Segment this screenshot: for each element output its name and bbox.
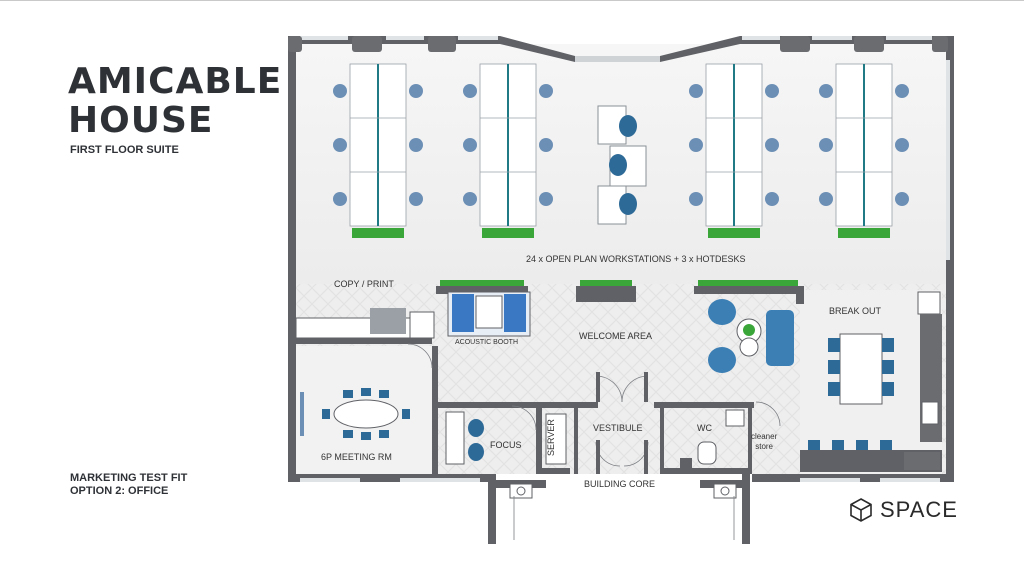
welcome-seating	[708, 299, 794, 373]
break-out-label: BREAK OUT	[829, 306, 882, 316]
page-subtitle: FIRST FLOOR SUITE	[70, 144, 179, 156]
copy-print-label: COPY / PRINT	[334, 279, 394, 289]
workstation-cluster-4	[819, 63, 909, 238]
wc-label: WC	[697, 423, 712, 433]
vestibule-label: VESTIBULE	[593, 423, 643, 433]
option-line-1: MARKETING TEST FIT	[70, 472, 188, 484]
cleaner-line-1: cleaner	[751, 432, 778, 441]
planters	[436, 280, 804, 304]
windows	[300, 36, 950, 482]
meeting-room	[300, 346, 438, 474]
welcome-area-label: WELCOME AREA	[579, 331, 653, 341]
hotdesk-cluster	[597, 105, 647, 225]
cube-icon	[850, 498, 872, 522]
brand-logo: SPACE	[850, 497, 958, 523]
page-title: AMICABLE HOUSE	[68, 62, 282, 140]
meeting-room-label: 6P MEETING RM	[321, 452, 392, 462]
cleaner-store-label: cleaner store	[751, 432, 777, 452]
acoustic-booth	[447, 291, 531, 337]
building-core-label: BUILDING CORE	[584, 479, 656, 489]
title-line-1: AMICABLE	[68, 61, 283, 102]
workstation-cluster-1	[333, 63, 423, 238]
focus-room	[438, 402, 542, 474]
breakout-furniture	[800, 291, 942, 472]
server-rack	[545, 413, 567, 465]
wc-fixtures	[680, 409, 745, 468]
workstation-cluster-2	[463, 63, 553, 238]
acoustic-booth-label: ACOUSTIC BOOTH	[455, 339, 519, 346]
option-line-2: OPTION 2: OFFICE	[70, 485, 169, 497]
vestibule-walls	[596, 372, 648, 474]
copy-print-area	[295, 308, 435, 344]
option-caption: MARKETING TEST FIT OPTION 2: OFFICE	[70, 472, 187, 498]
top-border	[0, 0, 1024, 1]
server-label: SERVER	[546, 419, 556, 456]
core-basins	[509, 483, 737, 499]
workstations-label: 24 x OPEN PLAN WORKSTATIONS + 3 x HOTDES…	[526, 254, 746, 264]
cleaner-line-2: store	[755, 442, 774, 451]
window-piers	[288, 36, 948, 52]
title-line-2: HOUSE	[68, 100, 214, 141]
focus-label: FOCUS	[490, 440, 522, 450]
brand-name: SPACE	[880, 497, 958, 522]
workstation-cluster-3	[689, 63, 779, 238]
